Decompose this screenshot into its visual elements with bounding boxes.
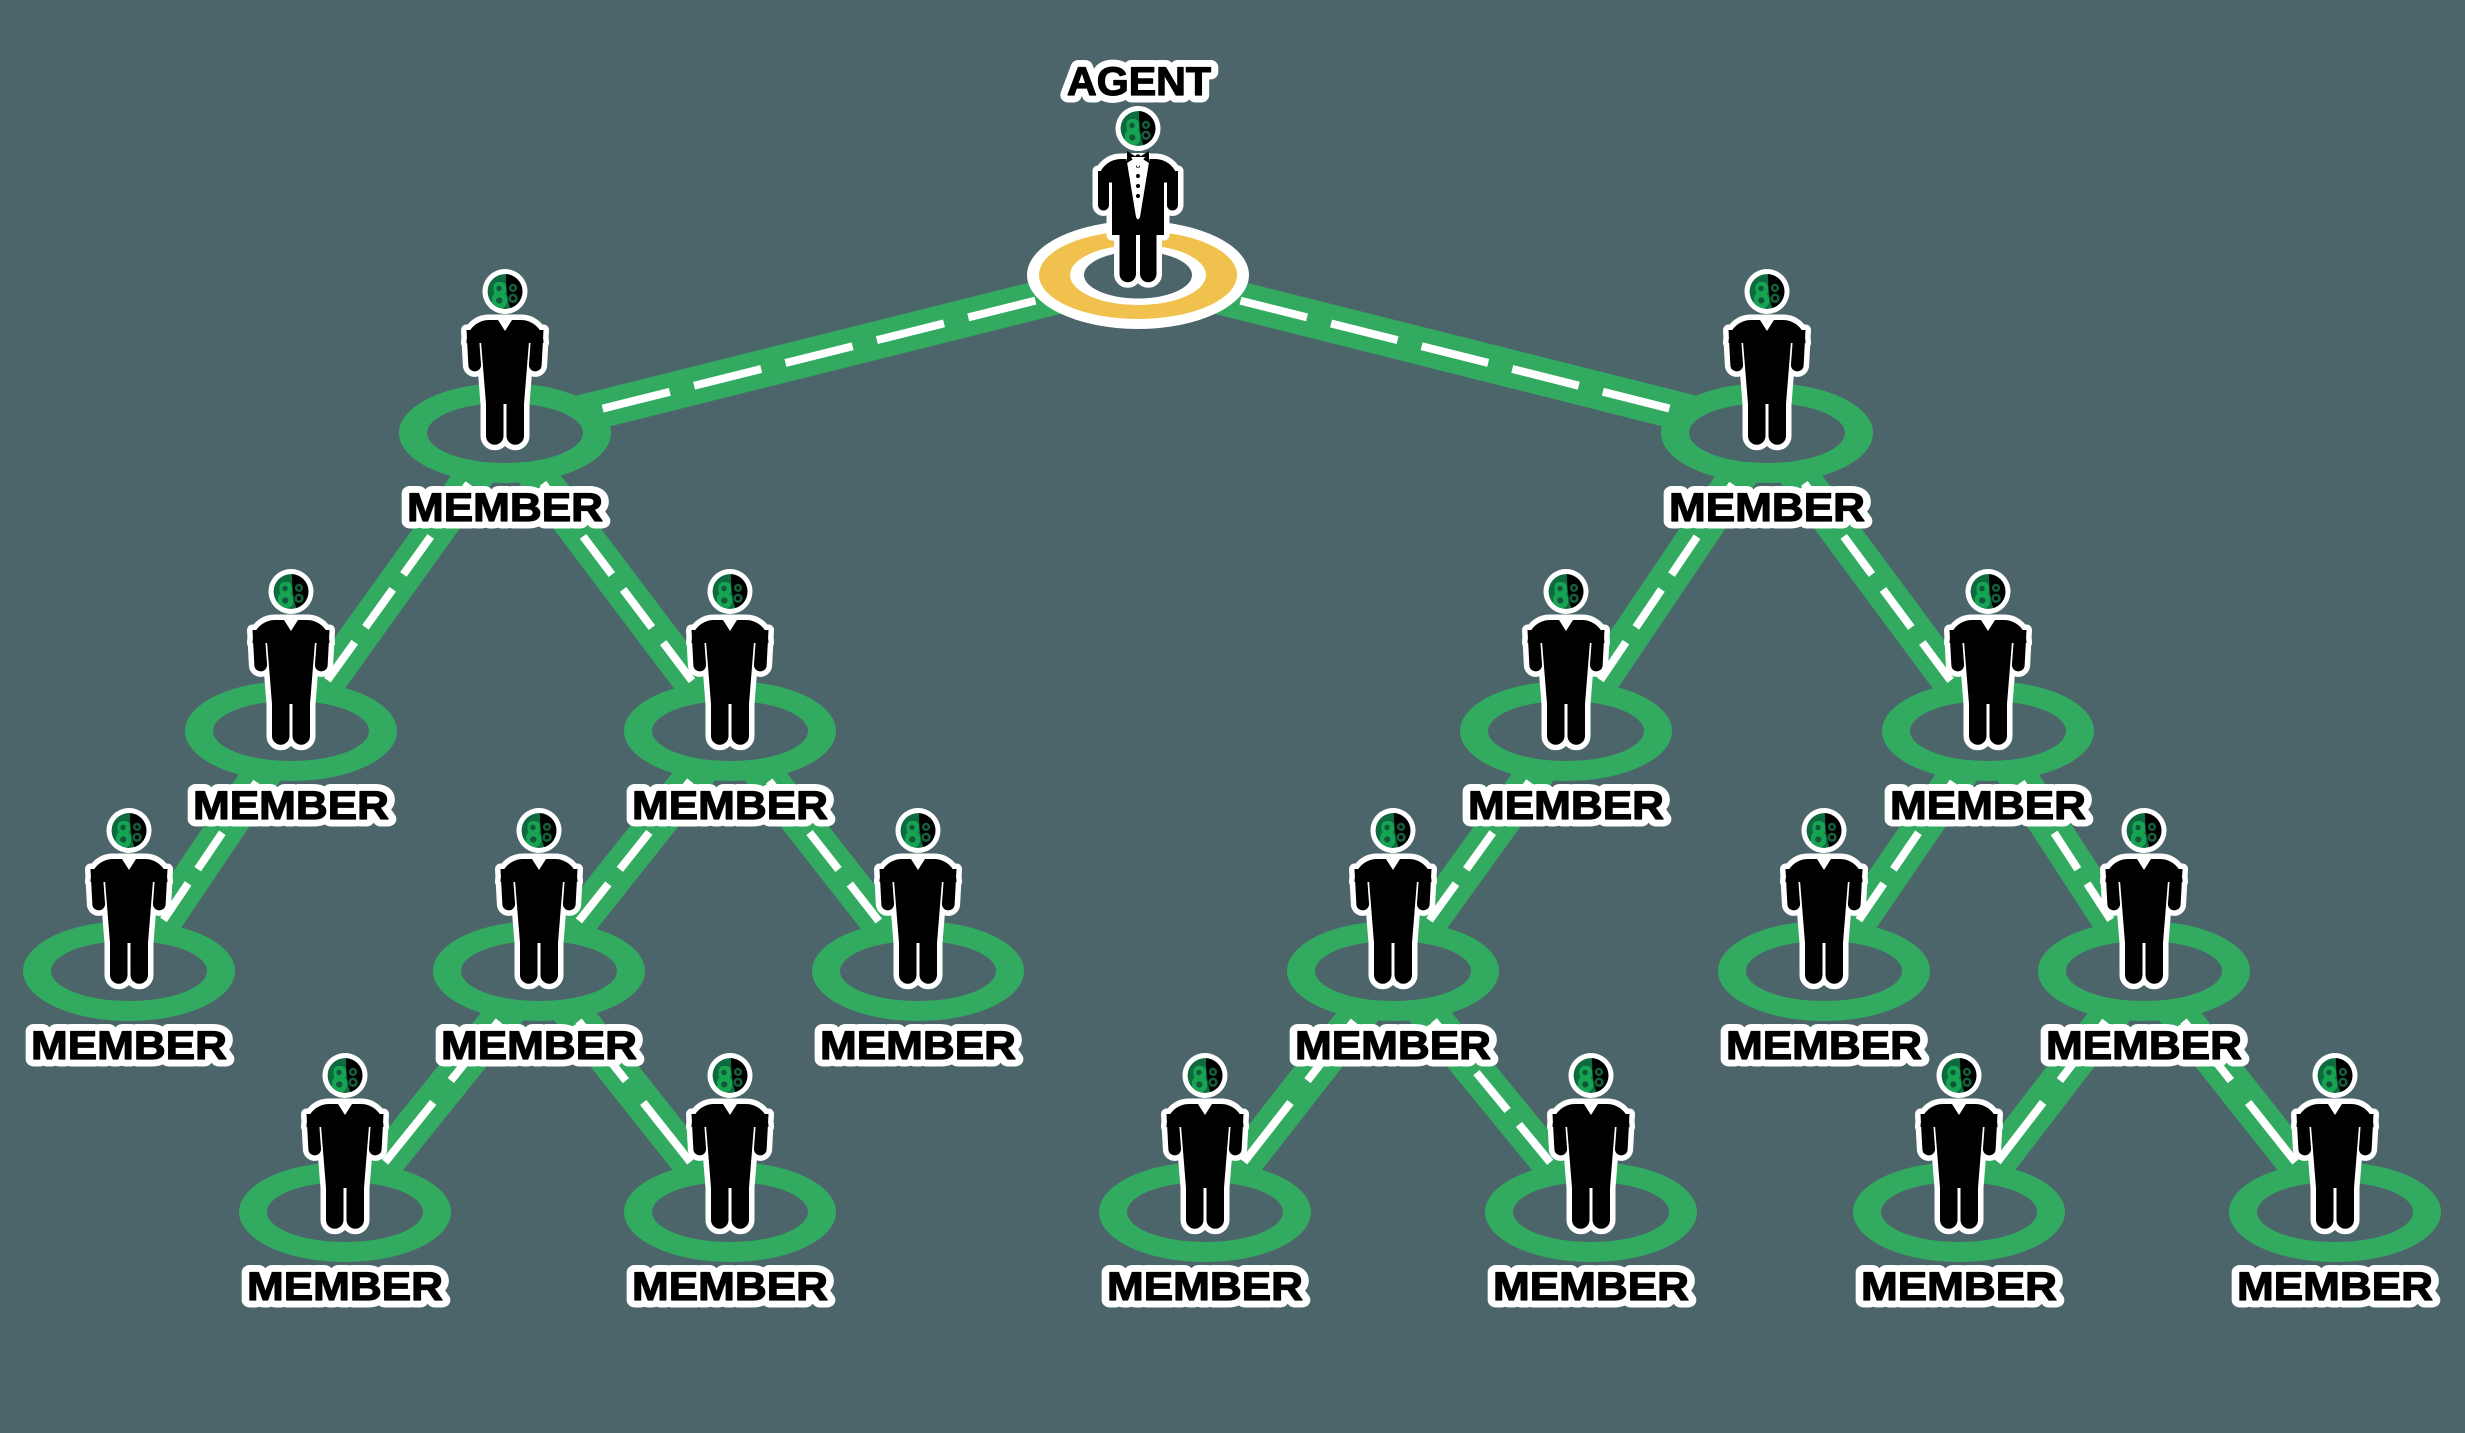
svg-text:MEMBER: MEMBER [193, 784, 389, 828]
svg-text:AGENT: AGENT [1067, 60, 1211, 104]
svg-text:MEMBER: MEMBER [1726, 1024, 1922, 1068]
svg-text:MEMBER: MEMBER [1669, 486, 1865, 530]
svg-text:MEMBER: MEMBER [31, 1024, 227, 1068]
svg-text:MEMBER: MEMBER [193, 784, 389, 828]
svg-text:MEMBER: MEMBER [1669, 486, 1865, 530]
svg-text:MEMBER: MEMBER [2046, 1024, 2242, 1068]
svg-text:AGENT: AGENT [1067, 60, 1211, 104]
svg-text:MEMBER: MEMBER [441, 1024, 637, 1068]
svg-text:MEMBER: MEMBER [632, 784, 828, 828]
svg-text:MEMBER: MEMBER [1861, 1265, 2057, 1309]
svg-text:MEMBER: MEMBER [1726, 1024, 1922, 1068]
svg-text:MEMBER: MEMBER [1493, 1265, 1689, 1309]
svg-text:MEMBER: MEMBER [1468, 784, 1664, 828]
svg-text:MEMBER: MEMBER [1107, 1265, 1303, 1309]
svg-text:MEMBER: MEMBER [2237, 1265, 2433, 1309]
svg-text:MEMBER: MEMBER [2046, 1024, 2242, 1068]
svg-text:MEMBER: MEMBER [1295, 1024, 1491, 1068]
svg-text:MEMBER: MEMBER [632, 784, 828, 828]
svg-text:MEMBER: MEMBER [1861, 1265, 2057, 1309]
svg-text:MEMBER: MEMBER [1107, 1265, 1303, 1309]
svg-text:MEMBER: MEMBER [1890, 784, 2086, 828]
svg-text:MEMBER: MEMBER [1295, 1024, 1491, 1068]
svg-text:MEMBER: MEMBER [2237, 1265, 2433, 1309]
svg-text:MEMBER: MEMBER [820, 1024, 1016, 1068]
svg-text:MEMBER: MEMBER [1468, 784, 1664, 828]
svg-text:MEMBER: MEMBER [1890, 784, 2086, 828]
svg-text:MEMBER: MEMBER [441, 1024, 637, 1068]
svg-text:MEMBER: MEMBER [820, 1024, 1016, 1068]
svg-text:MEMBER: MEMBER [407, 486, 603, 530]
svg-text:MEMBER: MEMBER [632, 1265, 828, 1309]
svg-text:MEMBER: MEMBER [31, 1024, 227, 1068]
svg-text:MEMBER: MEMBER [247, 1265, 443, 1309]
svg-text:MEMBER: MEMBER [247, 1265, 443, 1309]
svg-text:MEMBER: MEMBER [1493, 1265, 1689, 1309]
svg-text:MEMBER: MEMBER [632, 1265, 828, 1309]
svg-text:MEMBER: MEMBER [407, 486, 603, 530]
